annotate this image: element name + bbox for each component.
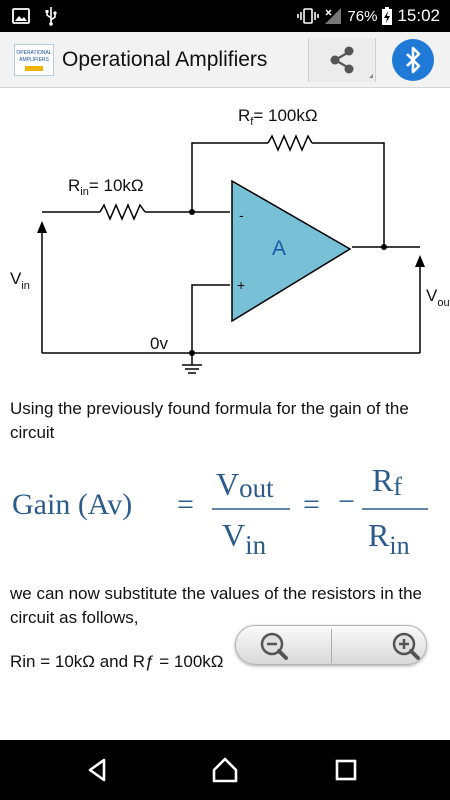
rf-label: Rf= 100kΩ bbox=[238, 106, 318, 128]
zoom-divider bbox=[331, 629, 332, 663]
share-icon bbox=[330, 46, 373, 78]
zoom-controls bbox=[235, 625, 427, 665]
zoom-in-button[interactable] bbox=[336, 628, 426, 664]
formula-equals-1: = bbox=[177, 488, 194, 521]
bluetooth-icon bbox=[406, 46, 421, 74]
formula-vout: Vout bbox=[216, 466, 274, 503]
back-icon bbox=[88, 758, 106, 782]
recents-button[interactable] bbox=[330, 754, 362, 786]
inverting-input-sign: - bbox=[239, 207, 244, 223]
formula-vin: Vin bbox=[222, 517, 267, 560]
battery-percent: 76% bbox=[347, 7, 378, 25]
formula-rf: Rf bbox=[372, 462, 402, 501]
paragraph-gain-formula: Using the previously found formula for t… bbox=[10, 399, 409, 442]
zoom-out-button[interactable] bbox=[238, 628, 328, 664]
navigation-bar bbox=[0, 740, 450, 800]
junction-inverting bbox=[189, 209, 195, 215]
vin-label: Vin bbox=[10, 269, 30, 292]
share-button[interactable] bbox=[308, 38, 376, 82]
home-button[interactable] bbox=[209, 754, 241, 786]
paragraph-resistor-values: Rin = 10kΩ and Rƒ = 100kΩ bbox=[10, 652, 224, 671]
bluetooth-button[interactable] bbox=[392, 39, 434, 81]
logo-text-1: OPERATIONAL bbox=[16, 50, 51, 56]
non-inverting-input-sign: + bbox=[237, 277, 245, 293]
recents-icon bbox=[335, 759, 357, 781]
app-title: Operational Amplifiers bbox=[62, 48, 268, 71]
junction-ground bbox=[189, 350, 195, 356]
status-bar: 76% 15:02 bbox=[0, 0, 450, 32]
vibrate-icon bbox=[297, 8, 320, 24]
usb-icon bbox=[45, 7, 57, 26]
paragraph-substitute: we can now substitute the values of the … bbox=[10, 584, 423, 627]
vin-arrowhead bbox=[37, 221, 47, 233]
signal-icon bbox=[325, 8, 342, 24]
formula-equals-2: = bbox=[303, 488, 320, 521]
formula-negative: − bbox=[338, 485, 355, 518]
op-amp-triangle bbox=[231, 179, 352, 323]
ground-label: 0v bbox=[150, 334, 168, 353]
battery-charging-icon bbox=[382, 7, 393, 25]
vout-label: Vout bbox=[426, 286, 450, 309]
logo-text-2: AMPLIFIERS bbox=[19, 57, 49, 63]
vout-arrowhead bbox=[415, 255, 425, 267]
status-time: 15:02 bbox=[397, 6, 440, 25]
zoom-in-icon bbox=[392, 632, 420, 660]
app-logo: OPERATIONAL AMPLIFIERS bbox=[14, 44, 54, 76]
zoom-out-icon bbox=[260, 632, 288, 660]
gain-formula: Gain (Av) = Vout Vin = − Rf Rin bbox=[12, 462, 428, 560]
back-button[interactable] bbox=[82, 754, 114, 786]
formula-rin: Rin bbox=[368, 517, 410, 560]
app-bar: OPERATIONAL AMPLIFIERS Operational Ampli… bbox=[0, 32, 450, 88]
junction-output bbox=[381, 244, 387, 250]
app-logo-graphic: OPERATIONAL AMPLIFIERS bbox=[15, 45, 53, 75]
image-icon bbox=[12, 8, 30, 24]
rin-label: Rin= 10kΩ bbox=[68, 176, 144, 198]
inverting-amplifier-circuit: Rf= 100kΩ Rin= 10kΩ Vin Vout A - + 0v bbox=[10, 106, 450, 374]
formula-gain-av: Gain (Av) bbox=[12, 488, 132, 521]
home-icon bbox=[212, 757, 238, 783]
op-amp-label: A bbox=[272, 237, 286, 260]
circuit-wires bbox=[41, 134, 421, 374]
